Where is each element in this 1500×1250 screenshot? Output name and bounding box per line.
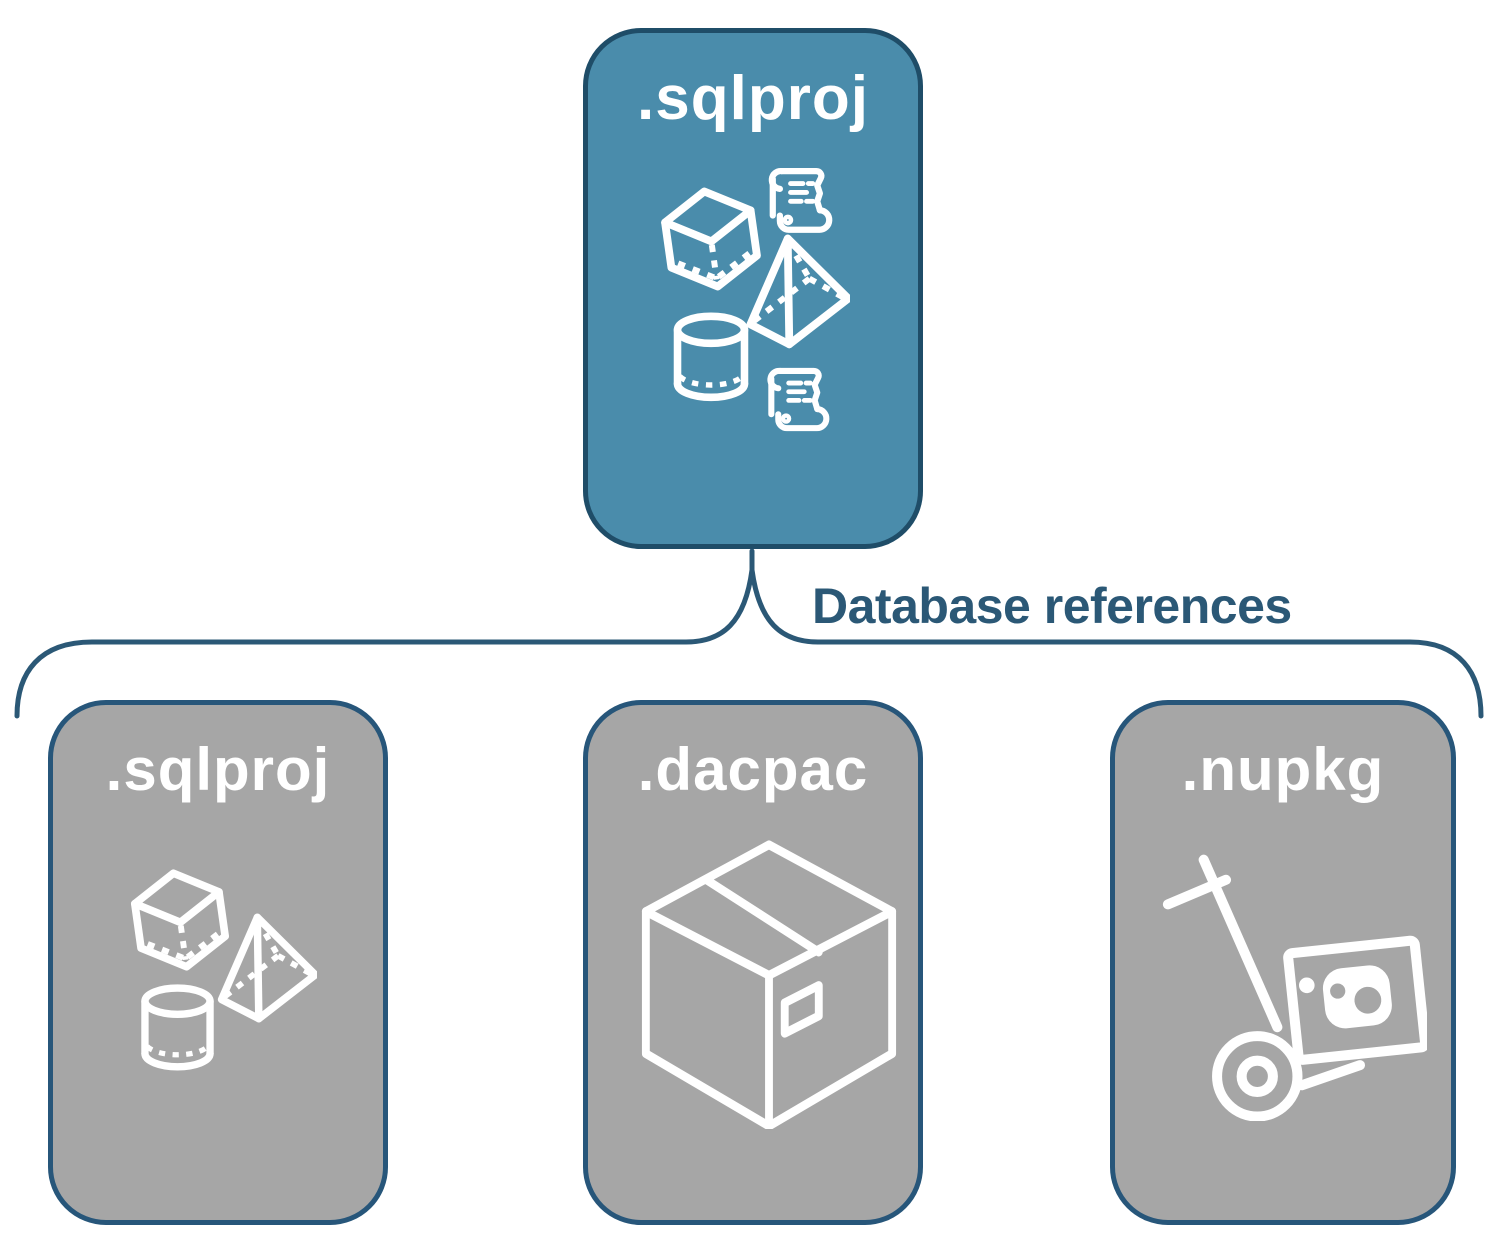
brace-path [14, 569, 1484, 719]
pyramid-icon [746, 234, 850, 349]
pyramid-icon [217, 913, 317, 1023]
cube-icon [130, 869, 230, 971]
node-child-sqlproj: .sqlproj [48, 700, 388, 1225]
node-child-nupkg: .nupkg [1110, 700, 1456, 1225]
edge-label: Database references [812, 578, 1292, 634]
node-root-sqlproj: .sqlproj [583, 28, 923, 549]
cylinder-icon [673, 312, 749, 402]
cylinder-icon [141, 984, 214, 1071]
node-child-dacpac: .dacpac [583, 700, 923, 1225]
node-title: .dacpac [637, 736, 869, 803]
node-title: .sqlproj [637, 64, 869, 133]
scroll-icon [767, 367, 830, 432]
cube-icon [661, 187, 761, 291]
scroll-icon [768, 167, 833, 233]
node-title: .sqlproj [105, 736, 331, 803]
node-title: .nupkg [1181, 736, 1385, 803]
package-box-icon [641, 840, 897, 1129]
nuget-hand-truck-icon [1162, 854, 1427, 1121]
